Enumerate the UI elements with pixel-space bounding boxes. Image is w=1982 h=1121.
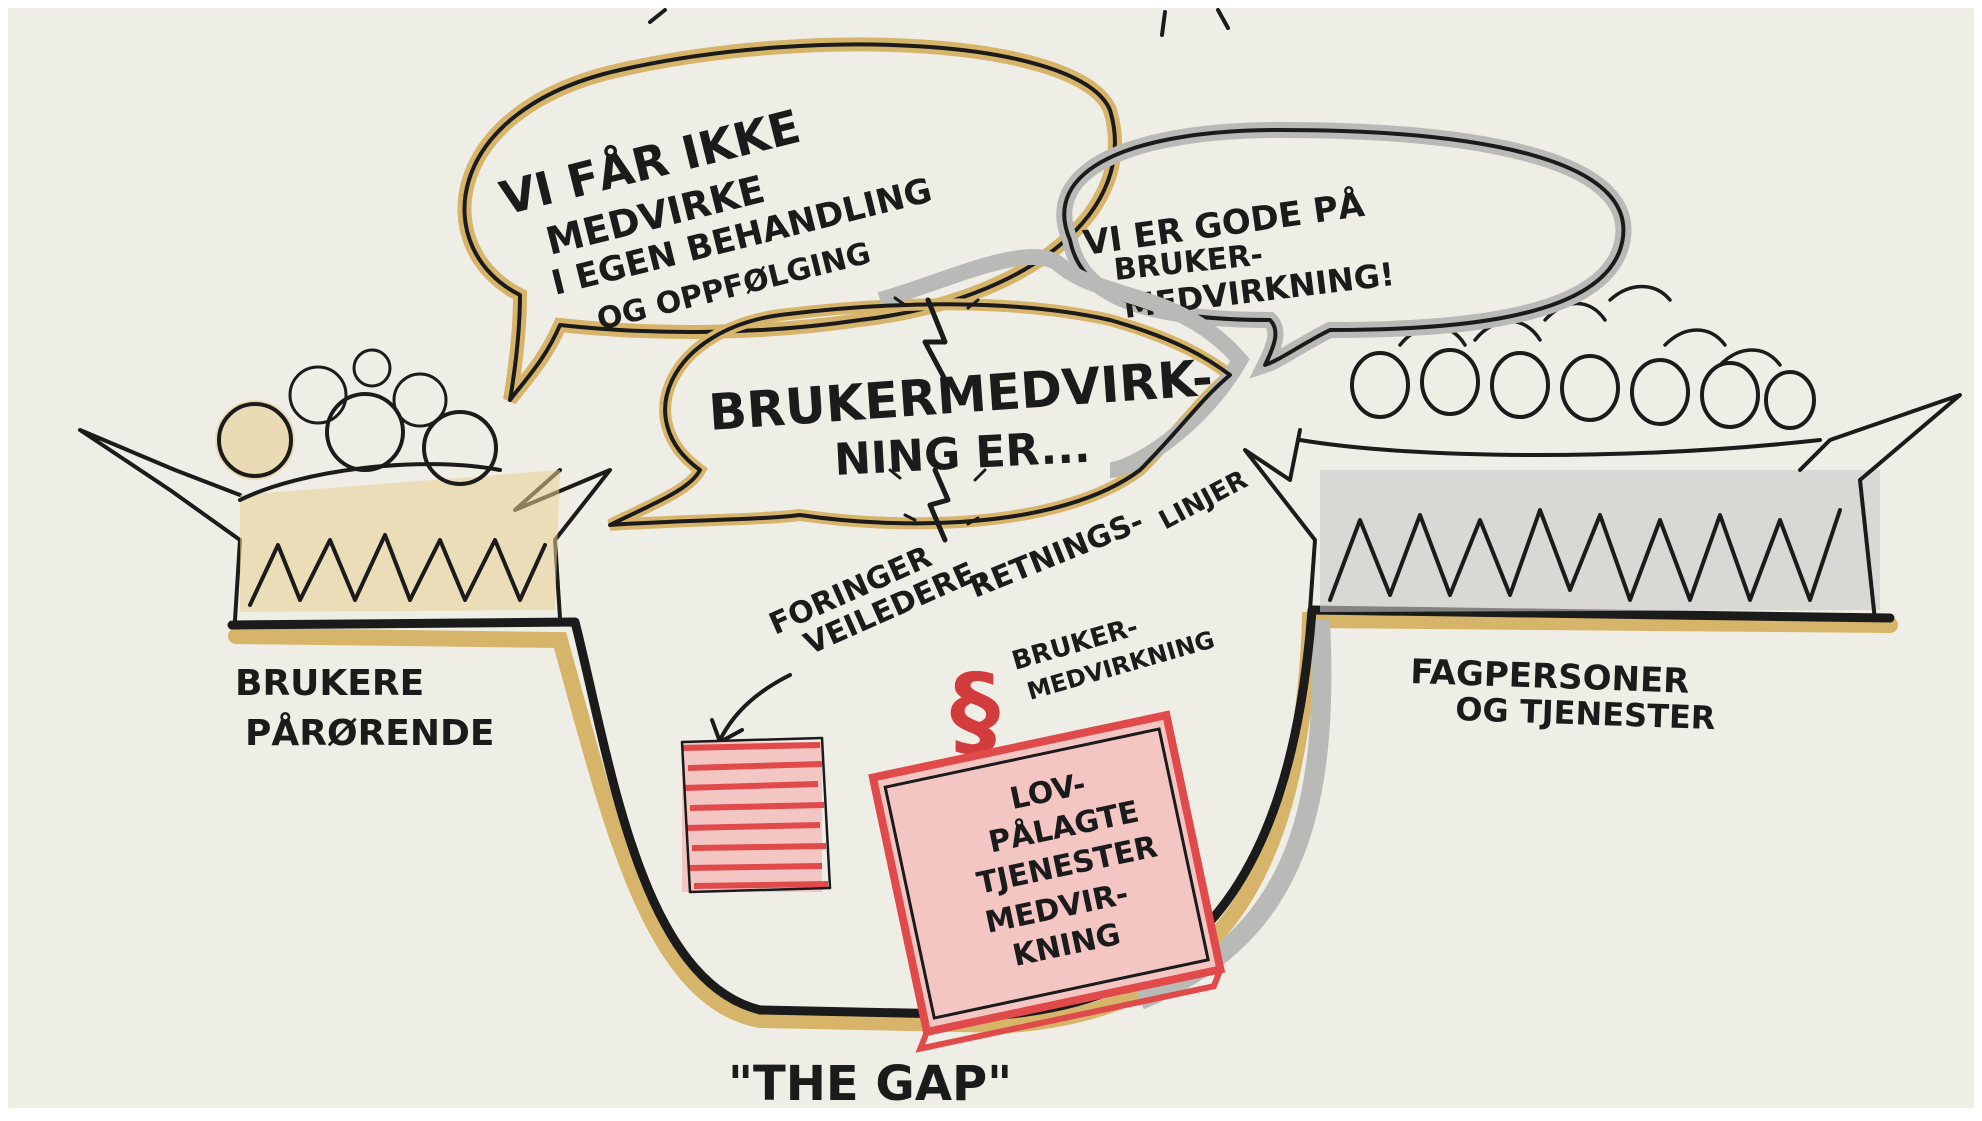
- gap-gold-shading: [228, 611, 1898, 1034]
- left-label-line-1: BRUKERE: [235, 663, 424, 704]
- sun-rays: [648, 8, 1230, 37]
- right-label-line-2: OG TJENESTER: [1455, 690, 1716, 737]
- gap-caption: "THE GAP": [728, 1056, 1012, 1112]
- left-label-line-2: PÅRØRENDE: [245, 712, 495, 754]
- left-group-crowd: [78, 348, 612, 622]
- law-book: LOV- PÅLAGTE TJENESTER MEDVIR- KNING: [868, 710, 1226, 1053]
- arrow-to-documents: [718, 673, 792, 742]
- right-label-line-1: FAGPERSONER: [1410, 652, 1690, 702]
- right-group-crowd: [1243, 284, 1962, 622]
- document-stack: [680, 736, 832, 894]
